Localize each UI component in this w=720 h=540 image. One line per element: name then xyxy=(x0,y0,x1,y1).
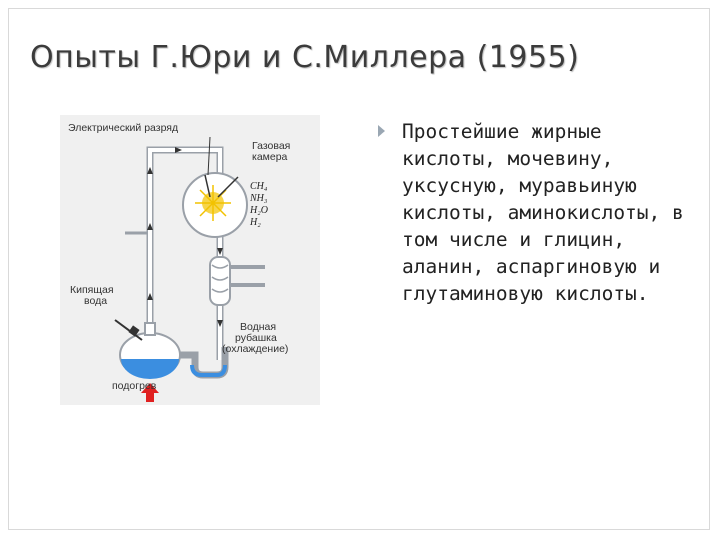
formula-h2o: H₂O xyxy=(249,205,268,216)
bullet-triangle-icon xyxy=(378,125,385,137)
formula-ch4: CH₄ xyxy=(250,181,268,192)
formula-h2: H₂ xyxy=(249,217,261,228)
arrow-up-icon xyxy=(147,293,153,300)
bullet-item: Простейшие жирные кислоты, мочевину, укс… xyxy=(402,120,684,305)
formula-nh3: NH₃ xyxy=(249,193,268,204)
label-water-jacket-3: (охлаждение) xyxy=(222,343,288,355)
arrow-up-icon xyxy=(147,167,153,174)
label-electric-discharge: Электрический разряд xyxy=(68,122,178,134)
arrow-right-icon xyxy=(175,147,182,153)
miller-urey-apparatus-diagram: CH₄ NH₃ H₂O H₂ Электрический xyxy=(60,115,320,405)
arrow-down-icon xyxy=(217,248,223,255)
label-boiling-water-1: Кипящая xyxy=(70,284,114,296)
arrow-up-icon xyxy=(147,223,153,230)
label-gas-chamber-2: камера xyxy=(252,151,288,163)
boiling-water xyxy=(121,359,179,379)
label-gas-chamber-1: Газовая xyxy=(252,140,290,152)
arrow-down-icon xyxy=(217,320,223,327)
slide-frame xyxy=(8,8,710,530)
label-heating: подогрев xyxy=(112,380,157,392)
label-boiling-water-2: вода xyxy=(84,295,107,307)
apparatus-drawing: CH₄ NH₃ H₂O H₂ Электрический xyxy=(68,122,290,402)
flow-arrows xyxy=(147,147,223,327)
water-jacket xyxy=(209,256,231,306)
label-water-jacket-1: Водная xyxy=(240,321,276,333)
label-water-jacket-2: рубашка xyxy=(235,332,277,344)
slide-title: Опыты Г.Юри и С.Миллера (1955) xyxy=(30,40,580,75)
heat-arrow-icon xyxy=(141,383,159,402)
